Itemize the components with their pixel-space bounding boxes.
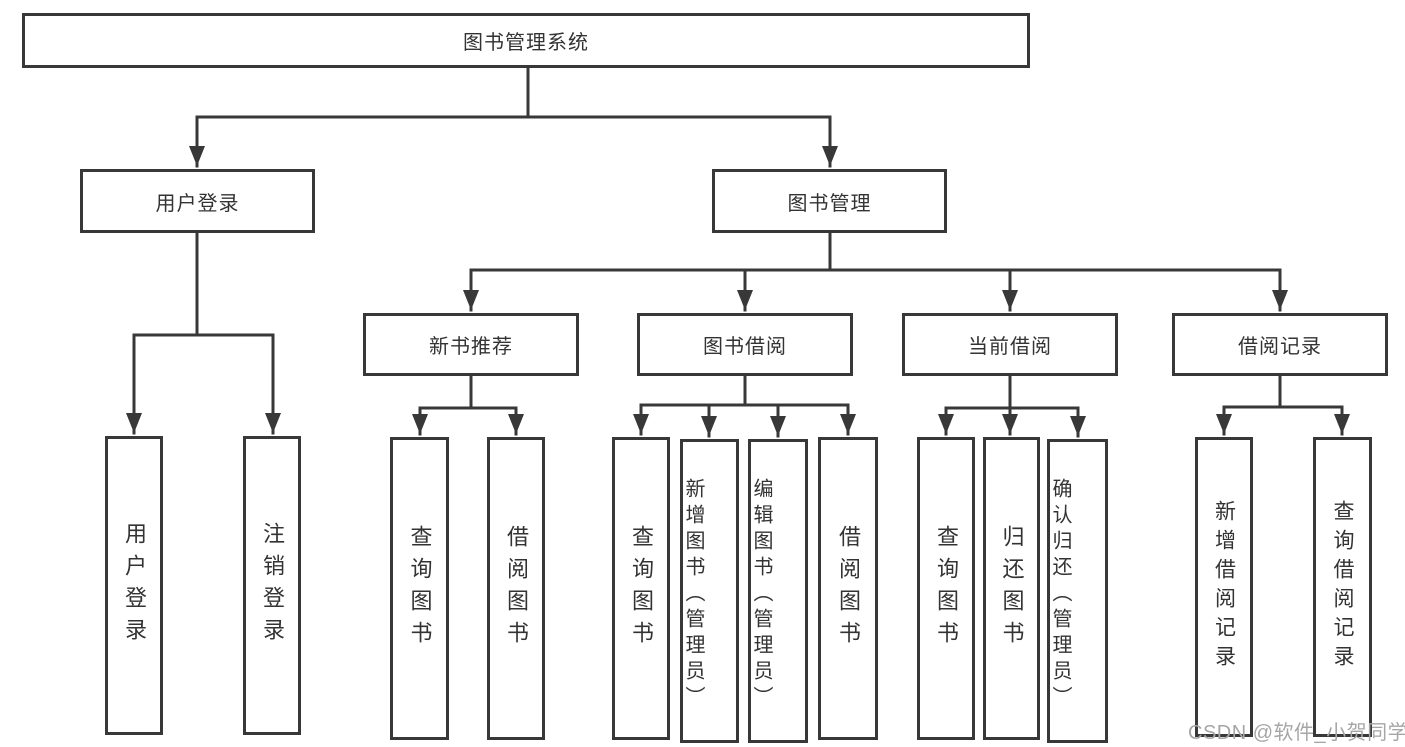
- leaf-user-login-label: 用户登录: [122, 521, 147, 650]
- leaf-bb-query-books-label: 查询图书: [629, 524, 654, 653]
- leaf-cb-confirm-return-label: 确认归还（管理员）: [1049, 478, 1071, 712]
- leaf-bb-borrow-books-label: 借阅图书: [836, 524, 861, 653]
- leaf-logout: 注销登录: [243, 436, 301, 735]
- node-borrow-records-label: 借阅记录: [1238, 336, 1322, 358]
- leaf-nbr-query-books: 查询图书: [390, 437, 449, 740]
- leaf-cb-query-books-label: 查询图书: [934, 524, 959, 653]
- leaf-nbr-borrow-books: 借阅图书: [487, 437, 545, 740]
- leaf-bb-query-books: 查询图书: [612, 437, 670, 740]
- bus-book-borrow: [639, 374, 850, 407]
- node-user-login-label: 用户登录: [155, 192, 240, 215]
- leaf-bb-edit-books: 编辑图书（管理员）: [748, 439, 808, 743]
- leaf-logout-label: 注销登录: [260, 521, 285, 650]
- node-root-label: 图书管理系统: [463, 32, 589, 54]
- leaf-nbr-query-books-label: 查询图书: [407, 524, 433, 653]
- leaf-cb-confirm-return: 确认归还（管理员）: [1047, 439, 1108, 743]
- leaf-bb-add-books-label: 新增图书（管理员）: [682, 478, 704, 712]
- node-current-borrow-label: 当前借阅: [968, 336, 1052, 358]
- bus-new-book-recommend: [418, 374, 518, 410]
- leaf-cb-return-books-label: 归还图书: [999, 524, 1025, 653]
- leaf-br-query-record: 查询借阅记录: [1313, 437, 1372, 737]
- bus-current-borrow: [944, 374, 1080, 410]
- node-root: 图书管理系统: [22, 13, 1030, 68]
- leaf-cb-query-books: 查询图书: [917, 437, 975, 740]
- bus-borrow-records: [1222, 374, 1344, 409]
- node-book-management: 图书管理: [712, 169, 947, 233]
- leaf-bb-borrow-books: 借阅图书: [818, 437, 878, 740]
- bus-book-management: [469, 231, 1282, 272]
- node-user-login: 用户登录: [80, 169, 315, 233]
- leaf-bb-edit-books-label: 编辑图书（管理员）: [750, 478, 772, 712]
- leaf-br-query-record-label: 查询借阅记录: [1331, 500, 1354, 674]
- node-book-borrow-label: 图书借阅: [703, 336, 787, 358]
- leaf-br-add-record: 新增借阅记录: [1195, 437, 1253, 737]
- node-borrow-records: 借阅记录: [1172, 313, 1388, 376]
- bus-user-login: [132, 231, 275, 337]
- leaf-cb-return-books: 归还图书: [983, 437, 1040, 740]
- leaf-bb-add-books: 新增图书（管理员）: [680, 439, 739, 743]
- leaf-nbr-borrow-books-label: 借阅图书: [504, 524, 529, 653]
- node-new-book-recommend: 新书推荐: [363, 313, 579, 376]
- leaf-br-add-record-label: 新增借阅记录: [1212, 500, 1236, 674]
- node-new-book-recommend-label: 新书推荐: [429, 336, 513, 358]
- node-book-management-label: 图书管理: [787, 192, 872, 215]
- node-current-borrow: 当前借阅: [902, 313, 1118, 376]
- bus-root: [195, 66, 832, 119]
- watermark: CSDN @软件_小贺同学: [1188, 722, 1405, 744]
- node-book-borrow: 图书借阅: [637, 313, 853, 376]
- leaf-user-login: 用户登录: [105, 436, 163, 735]
